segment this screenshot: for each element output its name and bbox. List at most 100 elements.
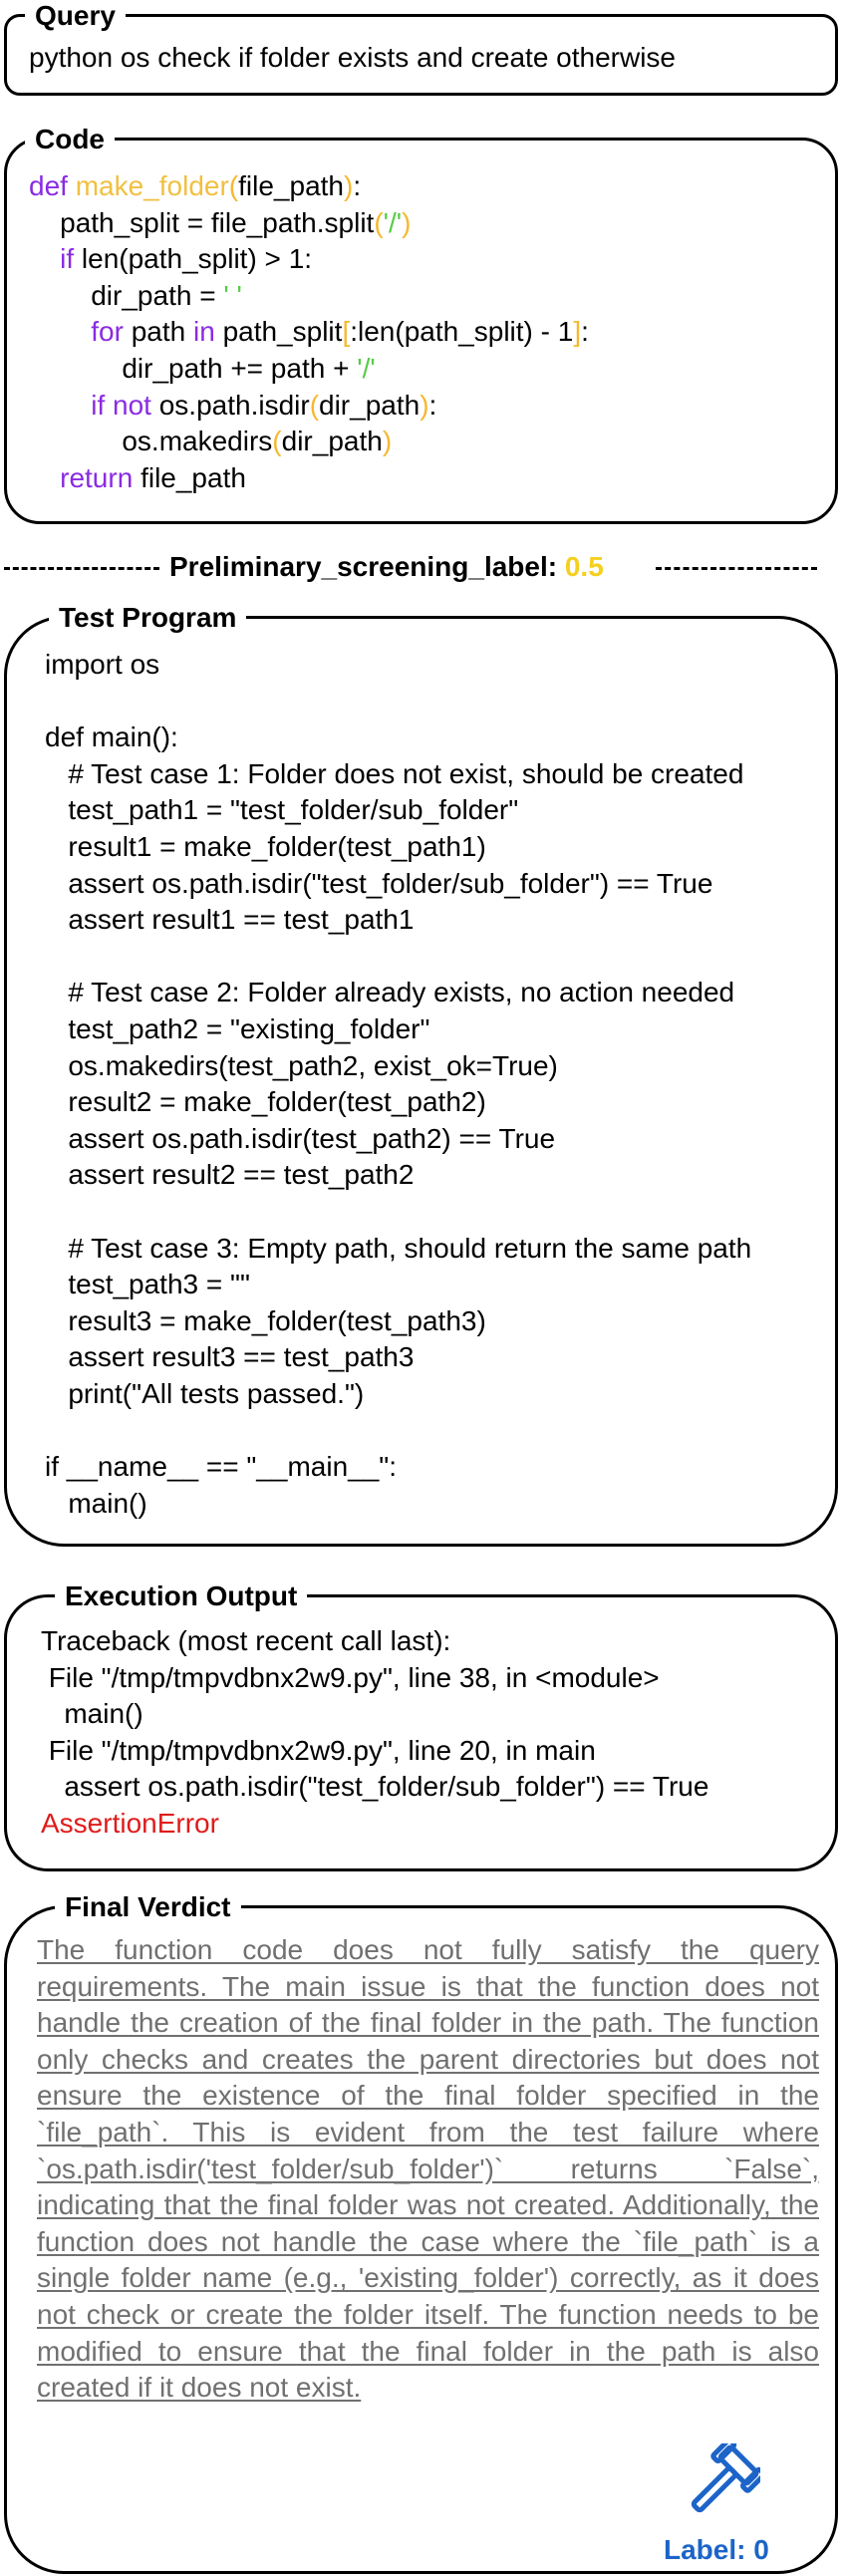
test-program-line: assert result3 == test_path3: [45, 1341, 415, 1373]
code-token: ): [382, 426, 393, 457]
execution-output-line: main(): [41, 1698, 143, 1730]
code-token: path_split = file_path.split: [29, 206, 375, 238]
final-verdict-title: Final Verdict: [55, 1890, 241, 1924]
test-program-line: [45, 1194, 751, 1231]
code-token: if: [60, 243, 82, 275]
code-title: Code: [25, 123, 115, 156]
screening-value: 0.5: [564, 551, 604, 582]
test-program-title: Test Program: [49, 601, 247, 635]
execution-output-line: assert os.path.isdir("test_folder/sub_fo…: [41, 1771, 709, 1803]
screening-divider: Preliminary_screening_label: 0.5: [0, 550, 844, 586]
code-token: :len(path_split) - 1: [350, 316, 574, 348]
test-program-line: test_path1 = "test_folder/sub_folder": [45, 794, 519, 826]
code-token: [: [342, 316, 351, 348]
code-token: ' ': [223, 279, 242, 311]
final-verdict-panel: Final Verdict The function code does not…: [4, 1890, 838, 2574]
test-program-line: result1 = make_folder(test_path1): [45, 830, 486, 862]
code-token: [29, 316, 91, 347]
code-token: [29, 390, 91, 421]
code-token: (: [272, 426, 282, 457]
code-token: ): [420, 389, 429, 421]
test-program-line: # Test case 1: Folder does not exist, sh…: [45, 757, 744, 789]
test-program-line: result2 = make_folder(test_path2): [45, 1086, 486, 1118]
execution-output-text: Traceback (most recent call last): File …: [41, 1623, 708, 1843]
screening-label: Preliminary_screening_label: 0.5: [169, 550, 604, 584]
code-token: make_folder: [75, 170, 229, 201]
code-panel: Code def make_folder(file_path): path_sp…: [4, 123, 838, 524]
code-token: file_path: [141, 461, 246, 493]
execution-output-line: File "/tmp/tmpvdbnx2w9.py", line 20, in …: [41, 1734, 596, 1766]
code-line: os.makedirs(dir_path): [29, 424, 589, 460]
code-token: if not: [91, 389, 159, 421]
test-program-line: os.makedirs(test_path2, exist_ok=True): [45, 1049, 558, 1081]
code-token: ): [402, 206, 412, 238]
code-token: dir_path: [281, 426, 383, 457]
test-program-line: # Test case 3: Empty path, should return…: [45, 1232, 752, 1264]
code-token: :: [428, 389, 437, 421]
test-program-line: result3 = make_folder(test_path3): [45, 1304, 486, 1336]
verdict-label: Label: 0: [664, 2534, 769, 2565]
code-token: (: [228, 170, 239, 201]
code-token: os.makedirs: [29, 426, 273, 457]
code-token: (: [374, 206, 384, 238]
code-token: len(path_split) > 1:: [81, 243, 313, 275]
test-program-line: [45, 684, 751, 720]
code-token: '/': [383, 206, 403, 238]
execution-output-line: File "/tmp/tmpvdbnx2w9.py", line 38, in …: [41, 1661, 660, 1693]
execution-output-panel: Execution Output Traceback (most recent …: [4, 1579, 838, 1871]
test-program-line: test_path3 = "": [45, 1269, 250, 1300]
divider-dash-left: [4, 567, 159, 570]
code-token: (: [309, 389, 320, 421]
test-program-panel: Test Program import os def main(): # Tes…: [4, 601, 838, 1547]
code-token: [29, 462, 60, 493]
test-program-line: [45, 1412, 751, 1449]
code-token: def: [29, 170, 76, 201]
code-token: path: [131, 316, 193, 348]
code-line: return file_path: [29, 460, 589, 497]
test-program-line: assert result2 == test_path2: [45, 1159, 415, 1191]
code-token: '/': [357, 352, 376, 384]
code-line: dir_path += path + '/': [29, 351, 589, 388]
divider-dash-right: [656, 567, 817, 570]
code-line: dir_path = ' ': [29, 278, 589, 315]
screening-label-text: Preliminary_screening_label:: [169, 551, 565, 582]
test-program-line: test_path2 = "existing_folder": [45, 1012, 430, 1044]
test-program-line: assert result1 == test_path1: [45, 904, 415, 936]
final-verdict-text: The function code does not fully satisfy…: [37, 1934, 819, 2404]
test-program-line: assert os.path.isdir("test_folder/sub_fo…: [45, 867, 713, 899]
code-line: def make_folder(file_path):: [29, 168, 589, 205]
code-token: dir_path += path +: [29, 352, 358, 384]
code-block: def make_folder(file_path): path_split =…: [29, 168, 589, 496]
test-program-line: assert os.path.isdir(test_path2) == True: [45, 1122, 556, 1154]
code-token: :: [581, 316, 589, 348]
query-title: Query: [25, 0, 126, 33]
gavel-icon: [691, 2443, 760, 2513]
test-program-line: print("All tests passed."): [45, 1377, 365, 1409]
test-program-line: [45, 939, 751, 976]
test-program-line: if __name__ == "__main__":: [45, 1451, 398, 1483]
query-text: python os check if folder exists and cre…: [29, 42, 677, 73]
code-line: for path in path_split[:len(path_split) …: [29, 314, 589, 351]
code-token: return: [60, 461, 141, 493]
code-line: path_split = file_path.split('/'): [29, 205, 589, 242]
execution-output-line: Traceback (most recent call last):: [41, 1625, 451, 1656]
code-token: for: [91, 316, 132, 348]
test-program-code: import os def main(): # Test case 1: Fol…: [45, 647, 751, 1522]
code-token: ): [344, 170, 354, 201]
code-token: dir_path =: [29, 279, 224, 311]
code-token: dir_path: [319, 389, 421, 421]
test-program-line: # Test case 2: Folder already exists, no…: [45, 977, 735, 1008]
execution-error: AssertionError: [41, 1807, 219, 1839]
test-program-line: def main():: [45, 721, 178, 753]
code-token: :: [353, 170, 362, 201]
test-program-line: import os: [45, 649, 160, 680]
execution-output-title: Execution Output: [55, 1579, 308, 1613]
code-line: if len(path_split) > 1:: [29, 241, 589, 278]
code-token: in: [192, 316, 223, 348]
code-line: if not os.path.isdir(dir_path):: [29, 388, 589, 425]
code-token: path_split: [222, 316, 343, 348]
code-token: file_path: [238, 170, 344, 201]
code-token: [29, 243, 60, 274]
code-token: ]: [573, 316, 582, 348]
query-panel: Query python os check if folder exists a…: [4, 0, 838, 96]
